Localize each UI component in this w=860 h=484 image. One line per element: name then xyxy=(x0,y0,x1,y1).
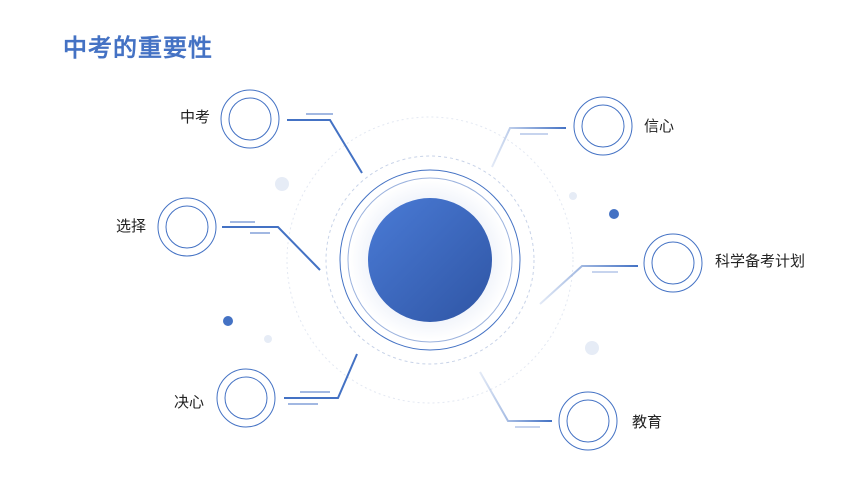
core-outer-ring xyxy=(339,169,521,351)
connector-line xyxy=(479,371,552,422)
decor-dot xyxy=(569,192,577,200)
node-ring-outer xyxy=(157,197,217,257)
node-ring-inner xyxy=(165,205,209,249)
page-title: 中考的重要性 xyxy=(63,34,213,62)
node-xinxin xyxy=(491,96,633,168)
decor-dot xyxy=(264,335,272,343)
core-circle xyxy=(368,198,492,322)
connector-line xyxy=(491,127,566,168)
node-ring-inner xyxy=(224,376,268,420)
connector-line xyxy=(222,226,321,271)
node-ring-inner xyxy=(651,241,695,285)
node-juexin xyxy=(216,353,358,428)
decor-dot xyxy=(609,209,619,219)
node-label-jiaoyu: 教育 xyxy=(632,413,663,431)
node-zhongkao xyxy=(220,89,363,174)
node-label-zhongkao: 中考 xyxy=(180,108,211,126)
node-kexue-beikao xyxy=(539,233,703,305)
outer-dashed-ring xyxy=(325,155,535,365)
node-ring-outer xyxy=(573,96,633,156)
node-ring-inner xyxy=(566,399,610,443)
connector-line xyxy=(539,265,638,305)
node-ring-outer xyxy=(643,233,703,293)
connector-line xyxy=(287,119,363,174)
node-ring-inner xyxy=(228,97,272,141)
decor-dot xyxy=(223,316,233,326)
node-ring-outer xyxy=(216,368,276,428)
decor-dot xyxy=(275,177,289,191)
node-label-juexin: 决心 xyxy=(174,393,205,411)
connector-line xyxy=(284,353,358,399)
node-label-kexue-beikao: 科学备考计划 xyxy=(715,252,806,270)
node-ring-outer xyxy=(220,89,280,149)
node-ring-outer xyxy=(558,391,618,451)
core-inner-ring xyxy=(347,177,513,343)
node-xuanze xyxy=(157,197,321,271)
decor-dot xyxy=(585,341,599,355)
outer-dotted-ring xyxy=(286,116,574,404)
node-label-xuanze: 选择 xyxy=(116,217,147,235)
node-jiaoyu xyxy=(479,371,618,451)
node-ring-inner xyxy=(581,104,625,148)
node-label-xinxin: 信心 xyxy=(644,117,675,135)
